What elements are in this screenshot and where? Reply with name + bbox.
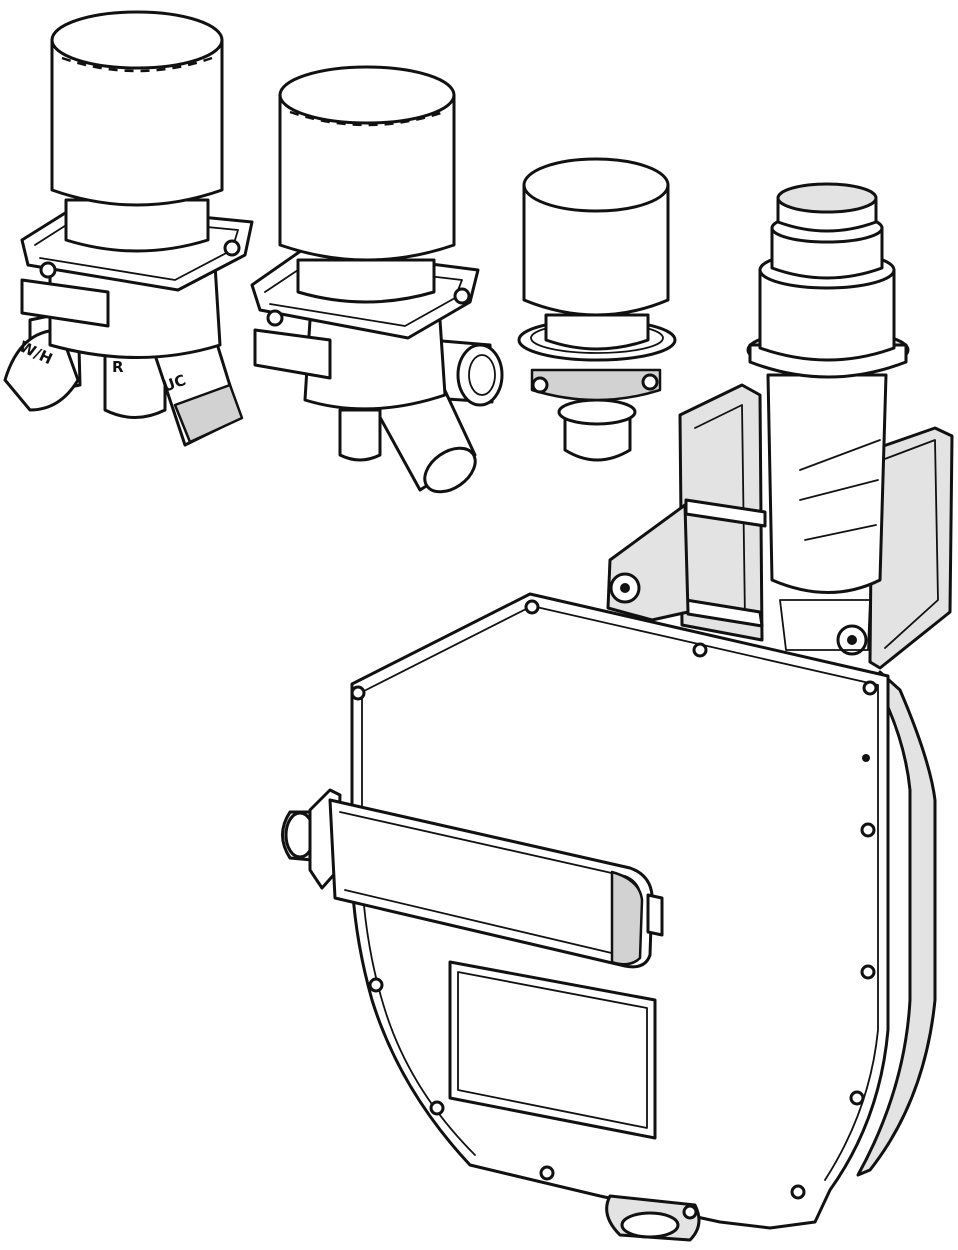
control-box — [281, 788, 664, 969]
port-label-r: R — [112, 358, 124, 376]
valve-multiport-a: W/H R UC — [3, 10, 254, 447]
valve-cartridge-d — [746, 182, 910, 651]
valve-diverter-b — [250, 65, 504, 494]
label-plate — [448, 960, 657, 1140]
mounting-frame — [606, 383, 954, 670]
housing-screws — [350, 599, 878, 1220]
valve-cartridge-c — [517, 157, 677, 462]
